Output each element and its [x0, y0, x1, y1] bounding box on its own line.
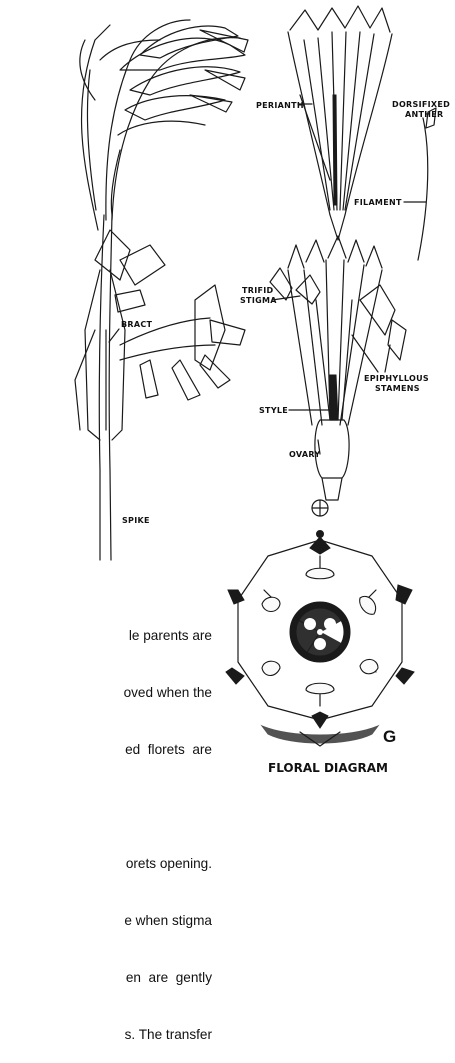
body-text-fragment: le parents are oved when the ed florets …: [0, 588, 212, 1063]
label-spike: SPIKE: [122, 516, 150, 525]
text-line: orets opening.: [0, 854, 212, 873]
text-line: s. The transfer: [0, 1025, 212, 1044]
actinomorphic-symbol-icon: [312, 500, 328, 516]
spike-drawing: BRACT SPIKE: [75, 20, 248, 560]
label-dorsifixed-2: ANTHER: [405, 110, 443, 119]
text-line: [0, 797, 212, 816]
text-line: oved when the: [0, 683, 212, 702]
label-epiphyllous-1: EPIPHYLLOUS: [364, 374, 429, 383]
label-filament: FILAMENT: [354, 198, 402, 207]
label-trifid-1: TRIFID: [242, 286, 274, 295]
label-style: STYLE: [259, 406, 288, 415]
label-perianth: PERIANTH: [256, 101, 304, 110]
label-bract: BRACT: [121, 320, 153, 329]
floral-diagram: G FLORAL DIAGRAM: [226, 500, 414, 775]
gynoecium-symbol: G: [383, 727, 396, 746]
bud-cluster: [80, 20, 248, 230]
text-line: le parents are: [0, 626, 212, 645]
text-line: e when stigma: [0, 911, 212, 930]
label-trifid-2: STIGMA: [240, 296, 277, 305]
text-line: en are gently: [0, 968, 212, 987]
text-line: ed florets are: [0, 740, 212, 759]
label-epiphyllous-2: STAMENS: [375, 384, 420, 393]
floral-diagram-title: FLORAL DIAGRAM: [268, 761, 388, 775]
flower-longitudinal-section: TRIFID STIGMA EPIPHYLLOUS STAMENS STYLE …: [240, 236, 429, 500]
ovary-cross-section: [290, 602, 350, 662]
label-dorsifixed-1: DORSIFIXED: [392, 100, 450, 109]
label-ovary: OVARY: [289, 450, 320, 459]
